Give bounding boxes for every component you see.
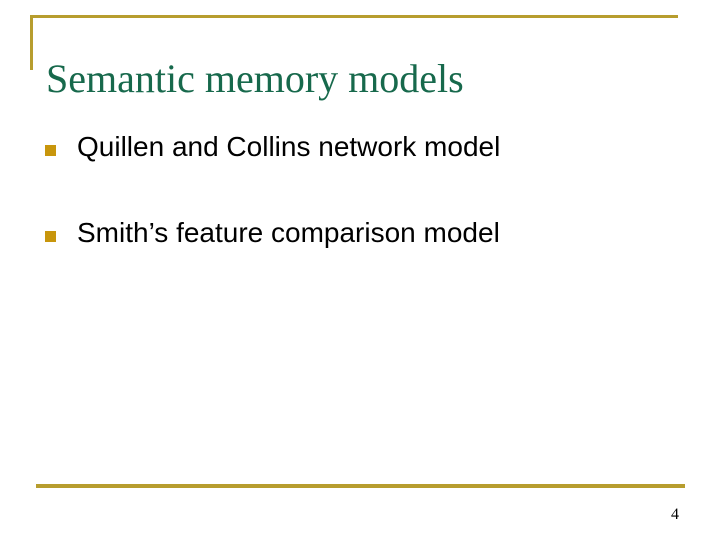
square-bullet-icon [45,231,56,242]
bottom-gold-rule [36,484,685,488]
page-number: 4 [671,506,679,523]
bullet-text: Smith’s feature comparison model [77,217,500,248]
bullet-item: Quillen and Collins network model [45,131,500,163]
slide-title: Semantic memory models [46,55,464,101]
bullet-item: Smith’s feature comparison model [45,217,500,249]
bullet-text: Quillen and Collins network model [77,131,501,162]
left-gold-bar [30,15,33,70]
top-gold-rule [30,15,678,18]
square-bullet-icon [45,145,56,156]
